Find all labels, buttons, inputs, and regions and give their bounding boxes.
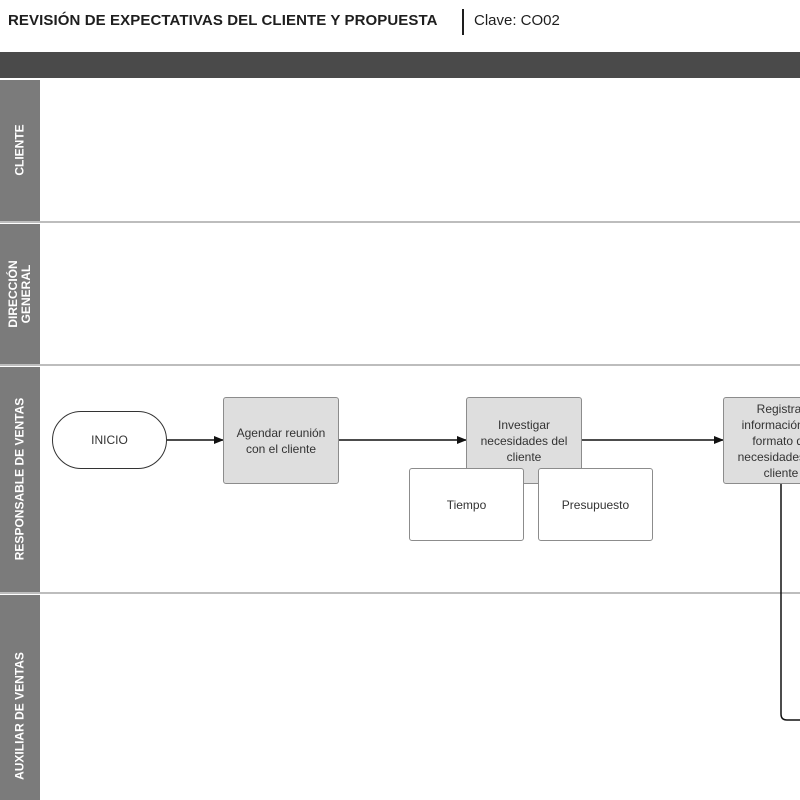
connector-register-down (780, 484, 800, 721)
lane-header-auxiliar-ventas: AUXILIAR DE VENTAS (0, 595, 40, 800)
lane-header-responsable-ventas: RESPONSABLE DE VENTAS (0, 367, 40, 592)
process-register-info: Registrar información en formato de nece… (723, 397, 800, 484)
lane-divider (0, 364, 800, 366)
note-time: Tiempo (409, 468, 524, 541)
note-budget: Presupuesto (538, 468, 653, 541)
title-separator (462, 9, 464, 35)
diagram-title-bar: REVISIÓN DE EXPECTATIVAS DEL CLIENTE Y P… (0, 0, 800, 48)
diagram-title: REVISIÓN DE EXPECTATIVAS DEL CLIENTE Y P… (8, 12, 438, 29)
lane-divider (0, 221, 800, 223)
process-schedule-meeting: Agendar reunión con el cliente (223, 397, 339, 484)
header-band (0, 52, 800, 78)
lane-header-direccion-general: DIRECCIÓN GENERAL (0, 224, 40, 364)
diagram-key: Clave: CO02 (474, 12, 560, 29)
lane-header-cliente: CLIENTE (0, 80, 40, 221)
lane-divider (0, 592, 800, 594)
start-node: INICIO (52, 411, 167, 469)
